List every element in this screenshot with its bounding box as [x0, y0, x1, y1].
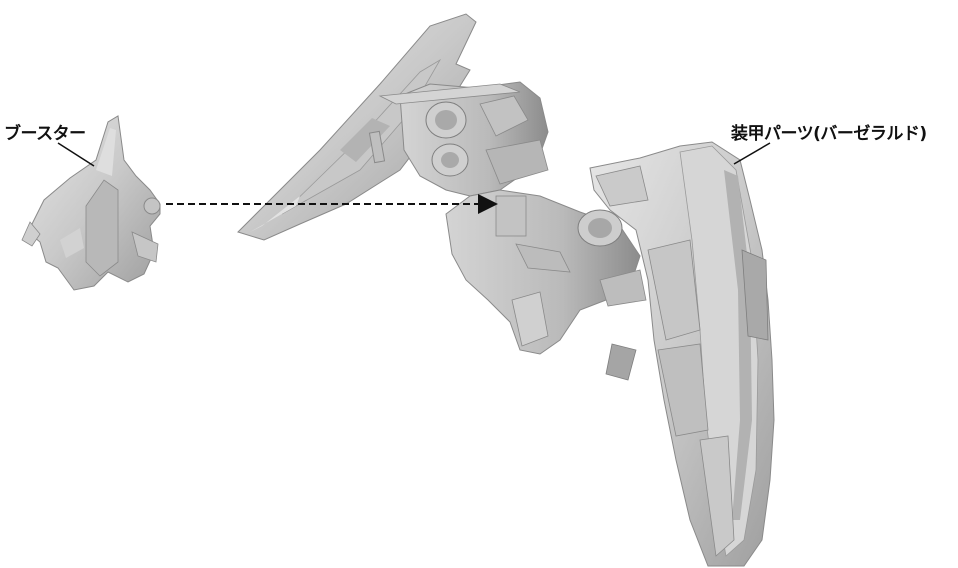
armor-label: 装甲パーツ(バーゼラルド)	[731, 119, 927, 144]
armor-leader-line	[734, 143, 770, 164]
central-frame-part	[380, 82, 548, 196]
joint-assembly-part	[446, 190, 646, 380]
booster-label: ブースター	[4, 119, 86, 144]
booster-leader-line	[58, 143, 94, 166]
